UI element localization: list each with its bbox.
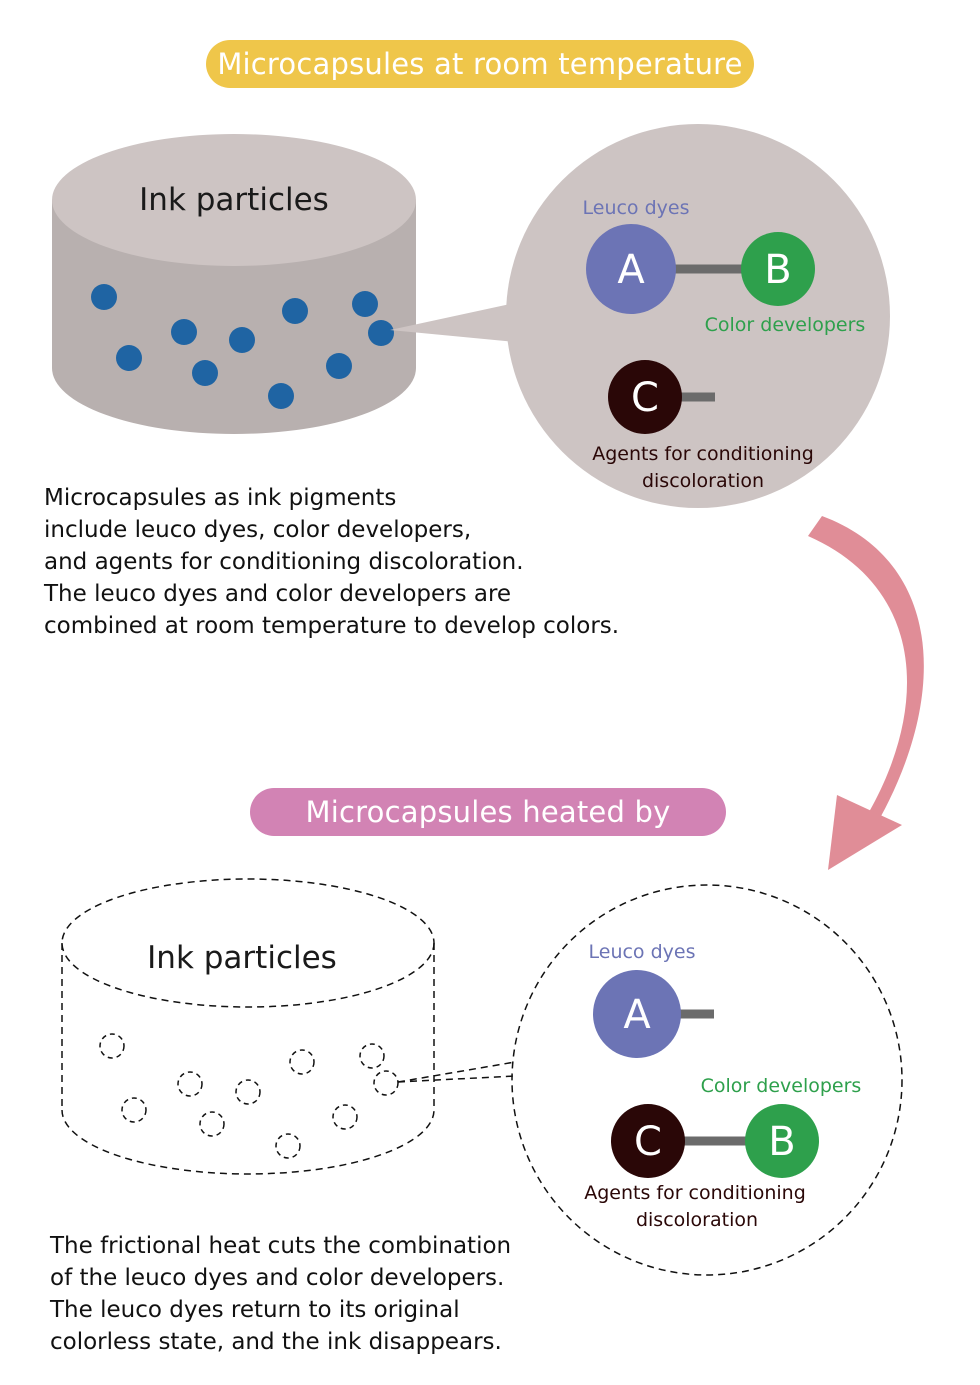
heated-description: The frictional heat cuts the combination… [50, 1230, 570, 1358]
zoom-circle-dashed [511, 884, 903, 1276]
cylinder-top [52, 134, 416, 266]
agents-label-line-2: discoloration [642, 470, 764, 492]
empty-particle [359, 1043, 385, 1069]
transition-arrow [808, 516, 924, 870]
cylinder-label: Ink particles [139, 182, 329, 218]
arrow-head [828, 795, 902, 870]
ink-cylinder-room: Ink particles [52, 134, 416, 434]
letter-c: C [631, 375, 659, 421]
cylinder-label-heated: Ink particles [147, 940, 337, 976]
connector-line [397, 1061, 516, 1083]
empty-particle [199, 1111, 225, 1137]
empty-particle [289, 1049, 315, 1075]
description-line: The leuco dyes and color developers are [44, 581, 512, 607]
ink-particle [282, 298, 308, 324]
ink-particle [229, 327, 255, 353]
arrow-body [808, 516, 924, 818]
ink-cylinder-heated [61, 878, 435, 1175]
color-developers-label-heated: Color developers [701, 1075, 862, 1097]
color-developer-b [741, 232, 815, 306]
zoom-connector-dashed [397, 1061, 516, 1083]
cylinder-side [52, 200, 416, 434]
zoom-circle-room: Leuco dyes A B Color developers C Agents… [506, 124, 890, 508]
connector-line [397, 1075, 516, 1083]
description-line: include leuco dyes, color developers, [44, 517, 472, 543]
agents-label-line-1: Agents for conditioning [592, 443, 814, 465]
leuco-dye-a-heated [593, 970, 681, 1058]
room-temperature-description: Microcapsules as ink pigments include le… [44, 482, 644, 642]
description-line: and agents for conditioning discoloratio… [44, 549, 524, 575]
agent-c [608, 360, 682, 434]
ink-particle [116, 345, 142, 371]
letter-a: A [617, 247, 645, 293]
letter-c-heated: C [634, 1119, 662, 1165]
description-line: The frictional heat cuts the combination [50, 1233, 512, 1259]
ink-particle [91, 284, 117, 310]
ink-particle [192, 360, 218, 386]
leuco-dyes-label-heated: Leuco dyes [589, 941, 696, 963]
description-line: colorless state, and the ink disappears. [50, 1329, 502, 1355]
agents-label-heated-line-1: Agents for conditioning [584, 1182, 806, 1204]
description-line: Microcapsules as ink pigments [44, 485, 397, 511]
ink-particle [352, 291, 378, 317]
ink-particle [326, 353, 352, 379]
zoom-circle [506, 124, 890, 508]
color-developer-b-heated [745, 1104, 819, 1178]
empty-particle [177, 1071, 203, 1097]
agent-c-heated [611, 1104, 685, 1178]
zoom-circle-heated: Leuco dyes A Color developers C B Agents… [511, 884, 903, 1276]
letter-b-heated: B [768, 1119, 795, 1165]
empty-particle [235, 1079, 261, 1105]
agents-label-heated-line-2: discoloration [636, 1209, 758, 1231]
empty-particles [99, 1033, 399, 1159]
empty-particle [373, 1070, 399, 1096]
empty-particle [99, 1033, 125, 1059]
header-room-temperature: Microcapsules at room temperature [206, 40, 754, 88]
empty-particle [275, 1133, 301, 1159]
empty-particle [121, 1097, 147, 1123]
ink-particle [268, 383, 294, 409]
header-heated-by-friction: Microcapsules heated by friction [250, 788, 726, 877]
letter-a-heated: A [623, 992, 651, 1038]
zoom-connector [390, 303, 515, 342]
letter-b: B [764, 247, 791, 293]
leuco-dyes-label: Leuco dyes [583, 197, 690, 219]
cylinder-bottom-edge [61, 1109, 435, 1175]
description-line: of the leuco dyes and color developers. [50, 1265, 505, 1291]
description-line: The leuco dyes return to its original [50, 1297, 460, 1323]
leuco-dye-a [586, 224, 676, 314]
ink-particle [171, 319, 197, 345]
ink-particles [91, 284, 394, 409]
ink-particle [368, 320, 394, 346]
empty-particle [332, 1104, 358, 1130]
description-line: combined at room temperature to develop … [44, 613, 620, 639]
color-developers-label: Color developers [705, 314, 866, 336]
